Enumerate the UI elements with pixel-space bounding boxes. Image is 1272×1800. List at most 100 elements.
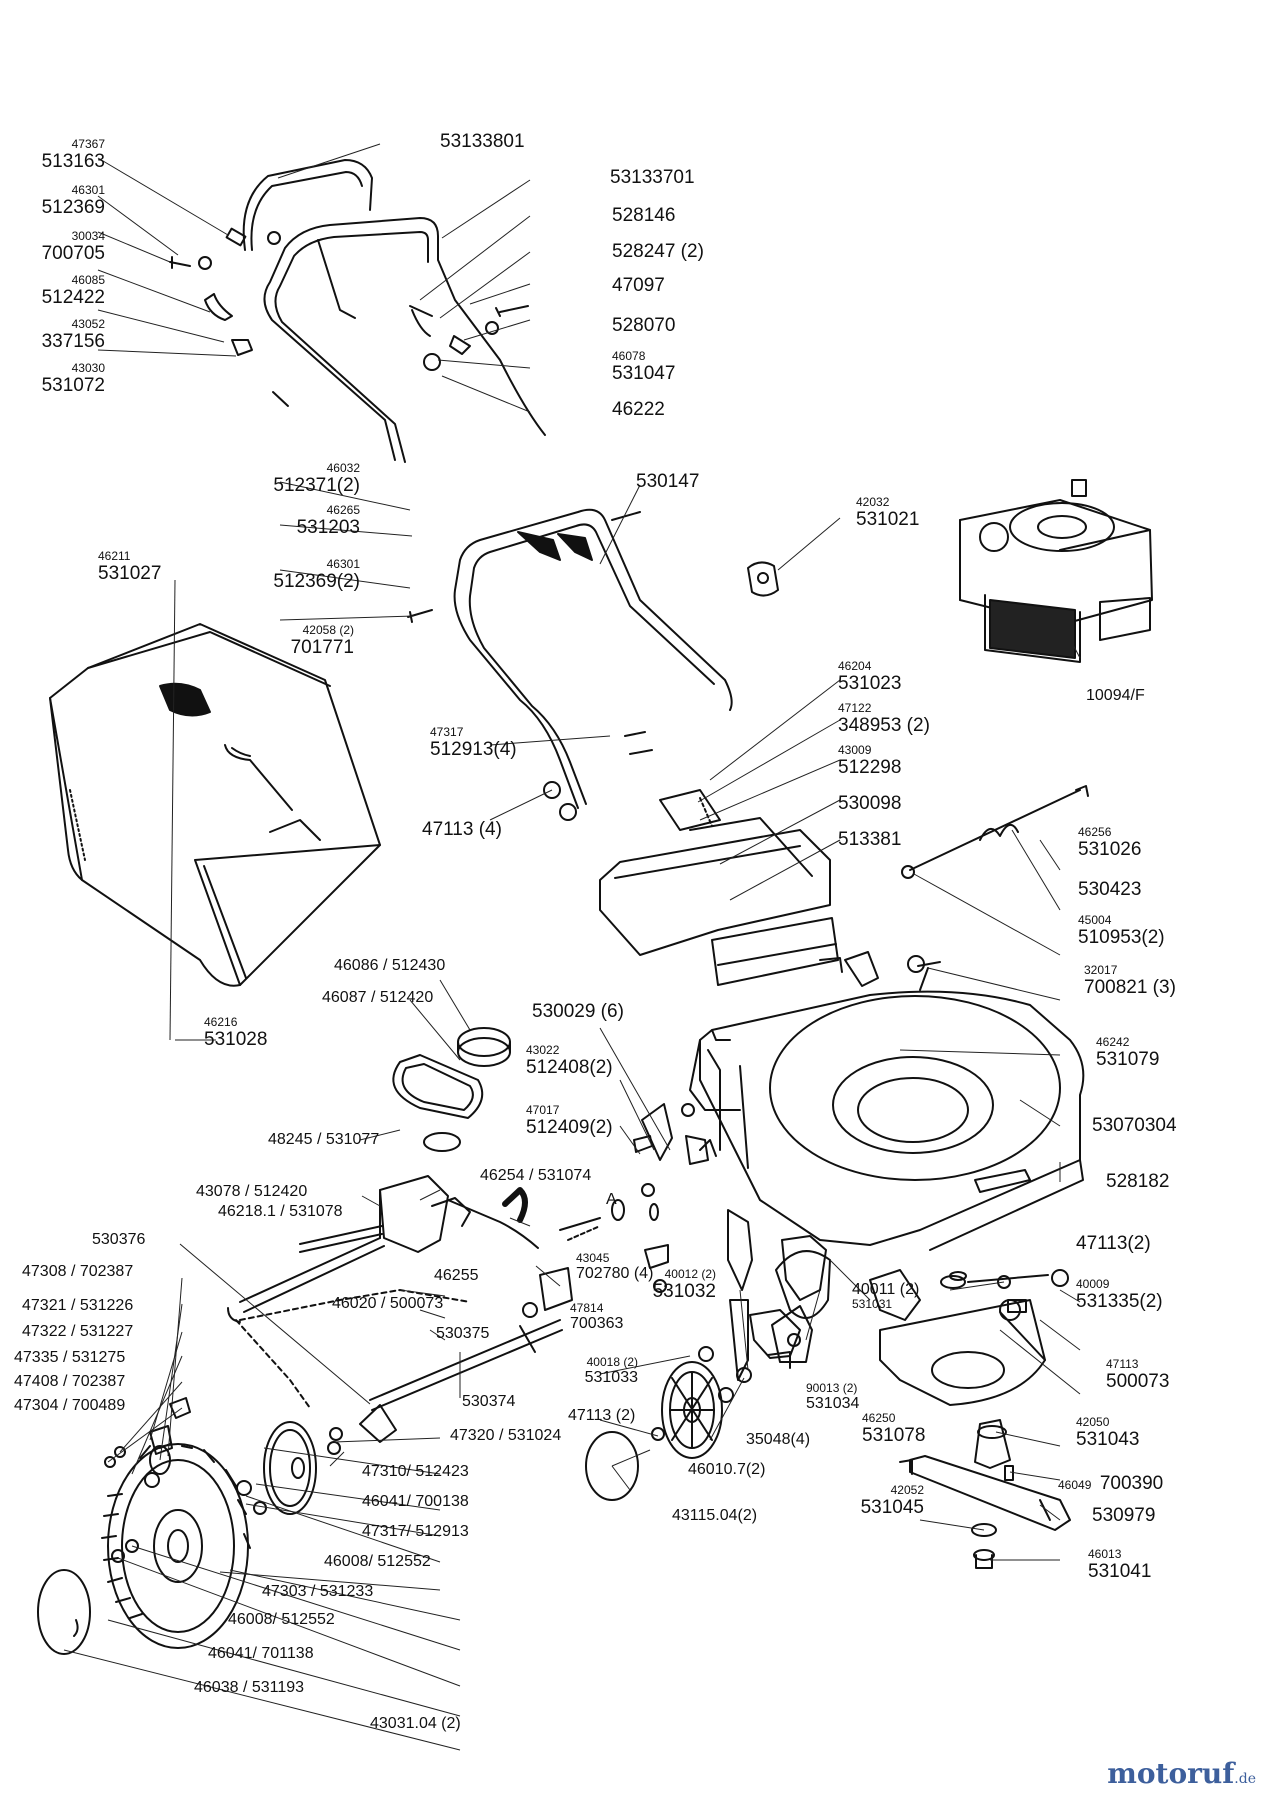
part-label-46041b: 46041/ 701138 [208, 1645, 314, 1662]
part-label-513163: 47367 513163 [41, 137, 105, 172]
hub-cap-part [37, 1539, 139, 1655]
part-label-47321: 47321 / 531226 [22, 1297, 134, 1314]
part-label-53070304: 53070304 [1092, 1115, 1177, 1136]
part-label-531072: 43030 531072 [41, 361, 105, 396]
gearbox-part [379, 1175, 601, 1253]
part-label-700821: 32017 700821 (3) [1084, 963, 1176, 998]
part-label-348953: 47122 348953 (2) [838, 701, 930, 736]
part-label-47310: 47310/ 512423 [362, 1463, 469, 1480]
part-label-47320: 47320 / 531024 [450, 1427, 562, 1444]
brand-watermark: motoruf.de [1107, 1757, 1256, 1790]
lower-handle-part [407, 508, 733, 821]
part-label-701771: 42058 (2) 701771 [290, 623, 354, 658]
part-label-512913-4: 47317 512913(4) [430, 725, 517, 760]
part-label-47113-2: 47113(2) [1076, 1233, 1151, 1254]
front-wheel-part [585, 1346, 752, 1501]
discharge-flap-part [599, 789, 839, 986]
part-label-531033: 40018 (2) 531033 [584, 1355, 638, 1386]
engine-part [959, 479, 1153, 663]
part-label-531045: 42052 531045 [860, 1483, 924, 1518]
part-label-531335: 40009 531335(2) [1076, 1277, 1163, 1312]
part-label-53133801: 53133801 [440, 131, 525, 152]
part-label-46010: 46010.7(2) [688, 1461, 766, 1478]
part-label-531047: 46078 531047 [612, 349, 676, 384]
part-label-46008b: 46008/ 512552 [228, 1611, 335, 1628]
part-label-46218: 46218.1 / 531078 [218, 1203, 343, 1220]
part-label-46254: 46254 / 531074 [480, 1167, 592, 1184]
part-label-47304: 47304 / 700489 [14, 1397, 126, 1414]
part-label-46041a: 46041/ 700138 [362, 1493, 469, 1510]
part-label-702780: 43045 702780 (4) [576, 1251, 654, 1282]
part-label-53133701: 53133701 [610, 167, 695, 188]
part-label-512369: 46301 512369 [41, 183, 105, 218]
rear-wheel-part [101, 1421, 343, 1649]
blade-part [899, 1455, 1071, 1531]
part-label-531031: 40011 (2) 531031 [852, 1281, 920, 1311]
part-label-531034: 90013 (2) 531034 [806, 1381, 860, 1412]
part-label-530098: 530098 [838, 793, 902, 814]
upper-handle-part [242, 159, 546, 463]
rear-axle-part [227, 1225, 573, 1443]
part-label-700390: 46049 700390 [1058, 1473, 1164, 1494]
part-label-A: A [606, 1191, 617, 1208]
part-label-531028: 46216 531028 [204, 1015, 268, 1050]
deck-brackets [641, 1103, 831, 1381]
part-label-531023: 46204 531023 [838, 659, 902, 694]
part-label-530375: 530375 [436, 1325, 490, 1342]
part-label-510953: 45004 510953(2) [1078, 913, 1165, 948]
part-label-512422: 46085 512422 [41, 273, 105, 308]
part-label-43115: 43115.04(2) [672, 1507, 758, 1524]
part-label-700363: 47814 700363 [570, 1301, 624, 1332]
part-label-531041: 46013 531041 [1088, 1547, 1152, 1582]
part-label-46008a: 46008/ 512552 [324, 1553, 431, 1570]
part-label-530374: 530374 [462, 1393, 516, 1410]
part-label-530147: 530147 [636, 471, 700, 492]
part-label-528070: 528070 [612, 315, 676, 336]
part-label-531043: 42050 531043 [1076, 1415, 1140, 1450]
drive-belt-part [392, 1027, 511, 1152]
part-label-530979: 530979 [1092, 1505, 1156, 1526]
part-label-48245: 48245 / 531077 [268, 1131, 380, 1148]
part-label-500073: 47113 500073 [1106, 1357, 1170, 1392]
handle-fasteners [169, 227, 529, 407]
throttle-cable-part [901, 785, 1089, 1289]
part-label-700705: 30034 700705 [41, 229, 105, 264]
part-label-528182: 528182 [1106, 1171, 1170, 1192]
part-label-47097: 47097 [612, 275, 665, 296]
leader-lines [63, 143, 1081, 1751]
part-label-46222: 46222 [612, 399, 665, 420]
part-label-531027: 46211 531027 [98, 549, 162, 584]
part-label-46086: 46086 / 512430 [334, 957, 446, 974]
part-label-528146: 528146 [612, 205, 676, 226]
part-label-531032: 40012 (2) 531032 [652, 1267, 716, 1302]
part-label-46087: 46087 / 512420 [322, 989, 434, 1006]
part-label-47303: 47303 / 531233 [262, 1583, 374, 1600]
part-label-46038: 46038 / 531193 [194, 1679, 305, 1696]
part-label-512298: 43009 512298 [838, 743, 902, 778]
part-label-47322: 47322 / 531227 [22, 1323, 134, 1340]
part-label-337156: 43052 337156 [41, 317, 105, 352]
part-label-43031: 43031.04 (2) [370, 1715, 461, 1732]
part-label-531079: 46242 531079 [1096, 1035, 1160, 1070]
part-label-531078: 46250 531078 [862, 1411, 926, 1446]
adjust-knob [747, 561, 779, 597]
part-label-512409: 47017 512409(2) [526, 1103, 613, 1138]
part-label-530376: 530376 [92, 1231, 146, 1248]
part-label-47317b: 47317/ 512913 [362, 1523, 469, 1540]
part-label-528247: 528247 (2) [612, 241, 704, 262]
part-label-35048: 35048(4) [746, 1431, 811, 1448]
part-label-531203: 46265 531203 [296, 503, 360, 538]
mower-deck-part [689, 951, 1085, 1251]
part-label-46020: 46020 / 500073 [332, 1295, 444, 1312]
part-label-531021: 42032 531021 [856, 495, 920, 530]
part-label-530423: 530423 [1078, 879, 1142, 900]
part-label-512408: 43022 512408(2) [526, 1043, 613, 1078]
part-label-512369-2: 46301 512369(2) [273, 557, 360, 592]
part-label-530029: 530029 (6) [532, 1001, 624, 1022]
part-label-43078: 43078 / 512420 [196, 1183, 308, 1200]
part-label-512371: 46032 512371(2) [273, 461, 360, 496]
mulch-insert-part [879, 1299, 1046, 1406]
part-label-46255: 46255 [434, 1267, 479, 1284]
